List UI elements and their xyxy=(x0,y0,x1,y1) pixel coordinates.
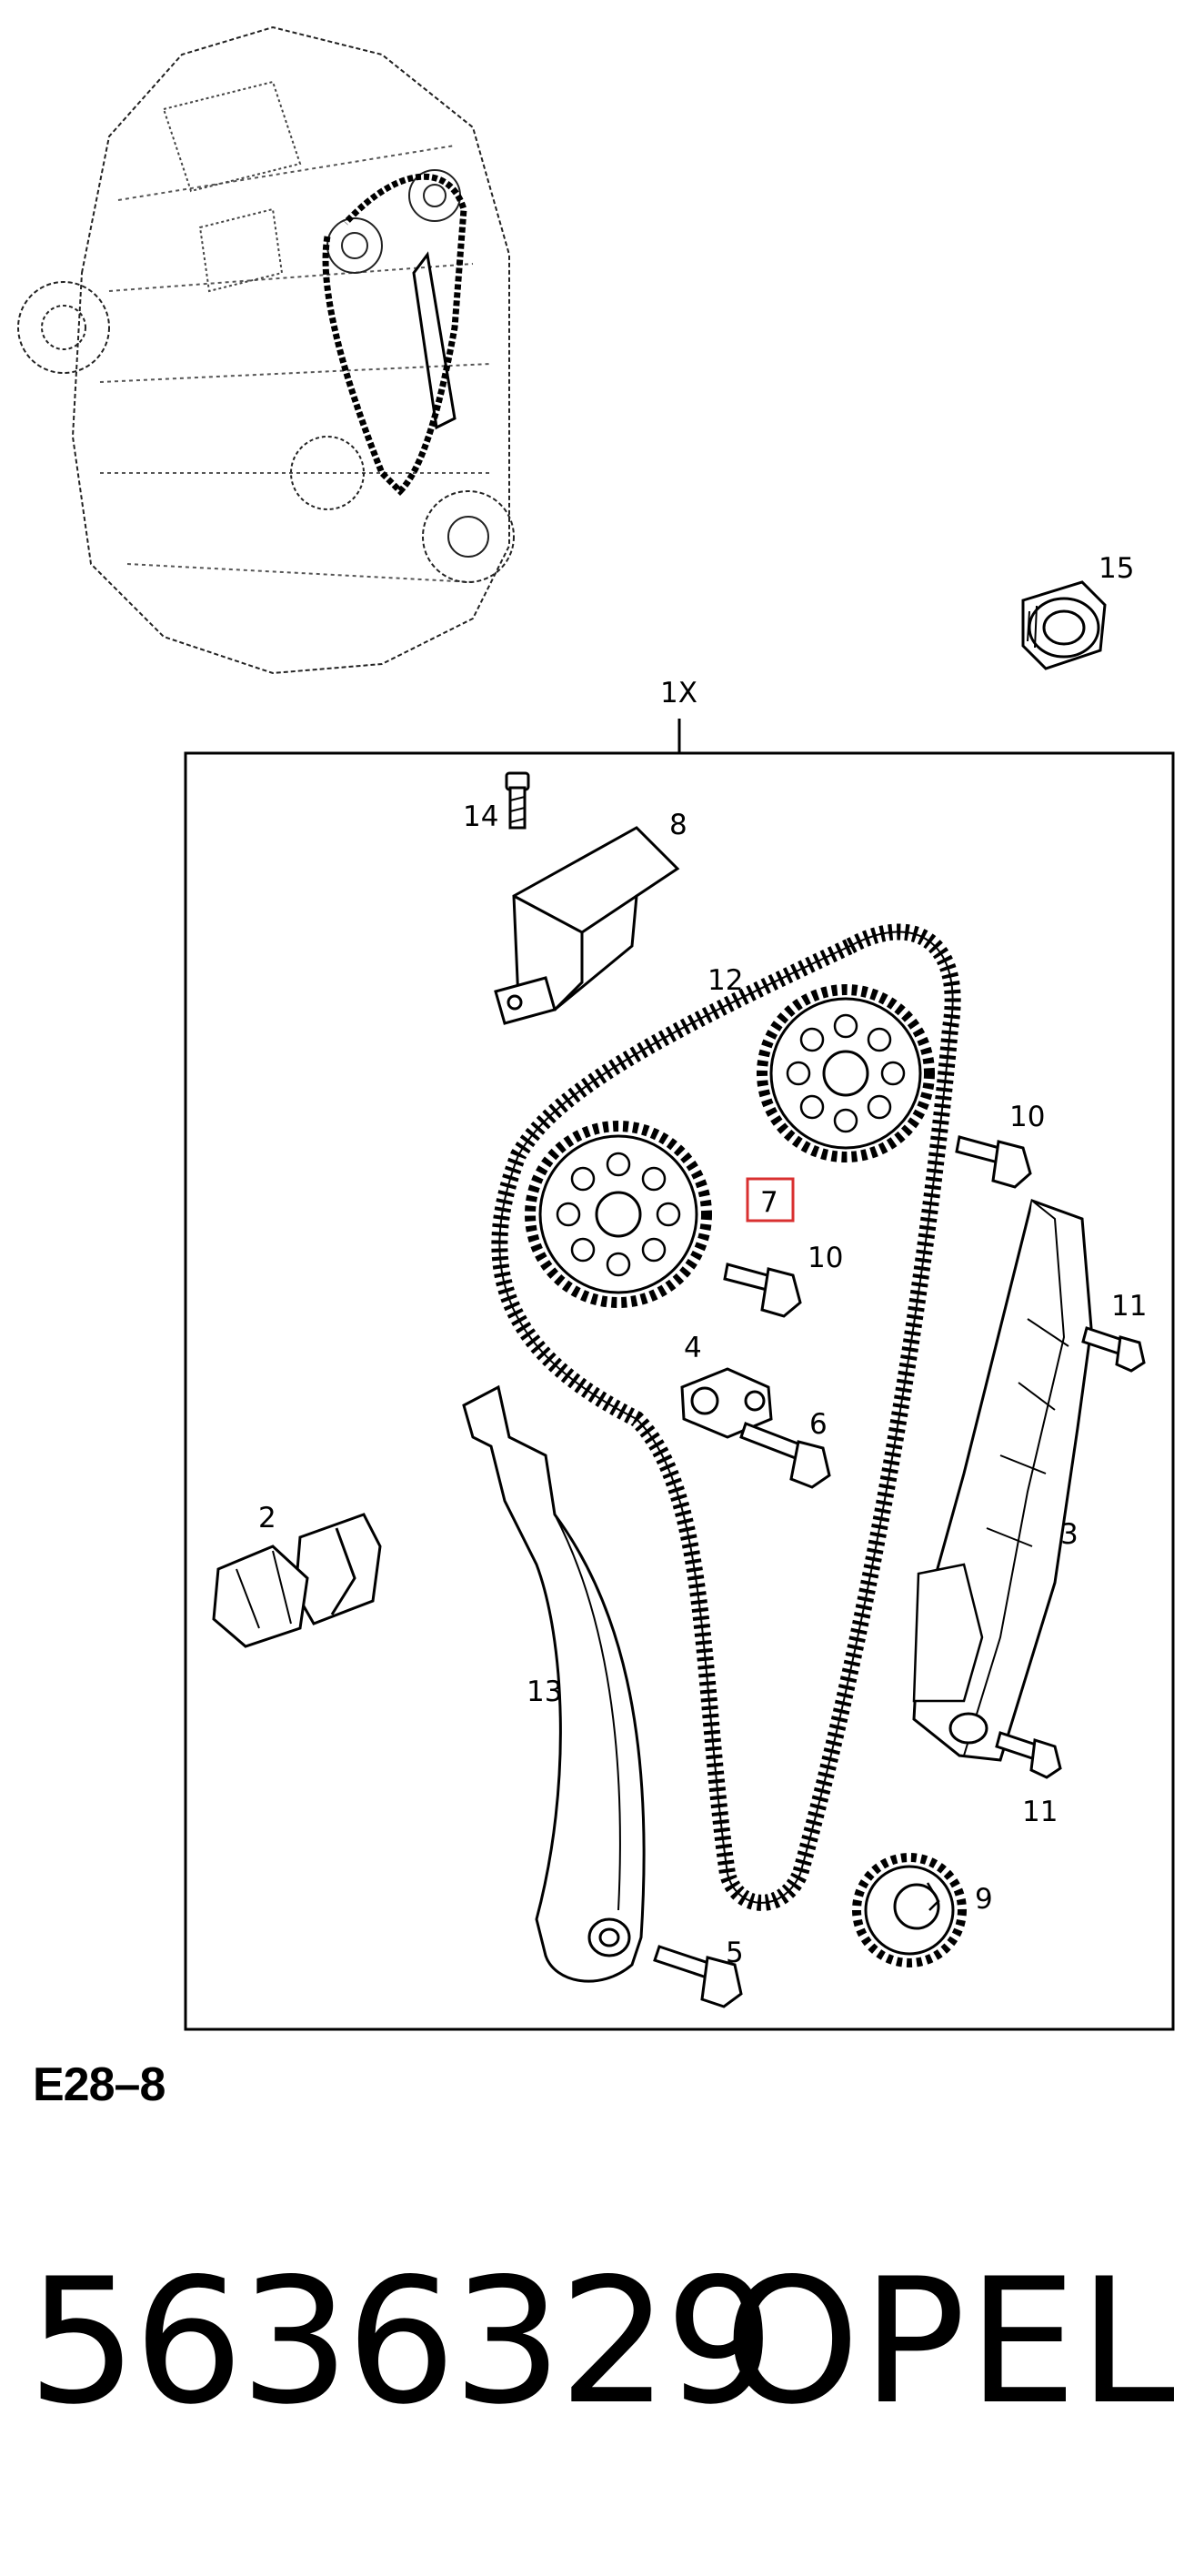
callout-11-upper: 11 xyxy=(1111,1290,1147,1323)
bolt-part-6 xyxy=(739,1422,831,1489)
callout-15: 15 xyxy=(1099,552,1134,585)
callout-5: 5 xyxy=(726,1937,744,1969)
callout-10-upper: 10 xyxy=(1009,1101,1045,1133)
callout-14: 14 xyxy=(463,800,498,833)
bolt-part-11-upper xyxy=(1081,1326,1146,1373)
callout-7: 7 xyxy=(760,1186,778,1219)
engine-overview-illustration xyxy=(17,25,515,675)
camshaft-sprocket-exhaust xyxy=(757,984,935,1162)
bolt-part-10-upper xyxy=(955,1135,1032,1189)
tensioner-block-part-4 xyxy=(680,1367,773,1439)
kit-group-label: 1X xyxy=(660,677,697,709)
chain-tensioner-part-2 xyxy=(212,1513,382,1648)
chain-guide-rail-part-3 xyxy=(912,1199,1093,1762)
crankshaft-sprocket-part-9 xyxy=(852,1853,967,1967)
callout-6: 6 xyxy=(809,1408,828,1441)
callout-13: 13 xyxy=(527,1675,562,1708)
tensioner-rail-part-13 xyxy=(462,1384,646,1983)
camshaft-sprocket-intake xyxy=(525,1121,712,1308)
diagram-reference-code: E28–8 xyxy=(33,2058,166,2111)
callout-7-highlight-box xyxy=(746,1177,795,1223)
callout-3: 3 xyxy=(1060,1518,1079,1551)
timing-chain-outline xyxy=(498,931,954,1904)
callout-10-lower: 10 xyxy=(808,1242,843,1274)
callout-8: 8 xyxy=(669,809,687,841)
bolt-part-10-lower xyxy=(723,1263,802,1318)
callout-4: 4 xyxy=(684,1332,702,1364)
bolt-part-5 xyxy=(653,1945,743,2008)
part-number: 5636329 xyxy=(27,2241,775,2442)
bolt-part-11-lower xyxy=(995,1731,1062,1779)
callout-9: 9 xyxy=(975,1883,993,1916)
brand-name: OPEL xyxy=(723,2241,1177,2442)
callout-2: 2 xyxy=(258,1502,276,1535)
callout-12: 12 xyxy=(707,964,743,997)
callout-11-lower: 11 xyxy=(1022,1796,1058,1828)
guide-bracket-part-8 xyxy=(494,826,680,1025)
bolt-part-14 xyxy=(505,771,530,830)
callout-labels: 1X 15 14 8 12 10 7 10 11 4 6 2 3 13 11 9… xyxy=(258,552,1147,1969)
plug-part-15 xyxy=(1021,580,1107,670)
